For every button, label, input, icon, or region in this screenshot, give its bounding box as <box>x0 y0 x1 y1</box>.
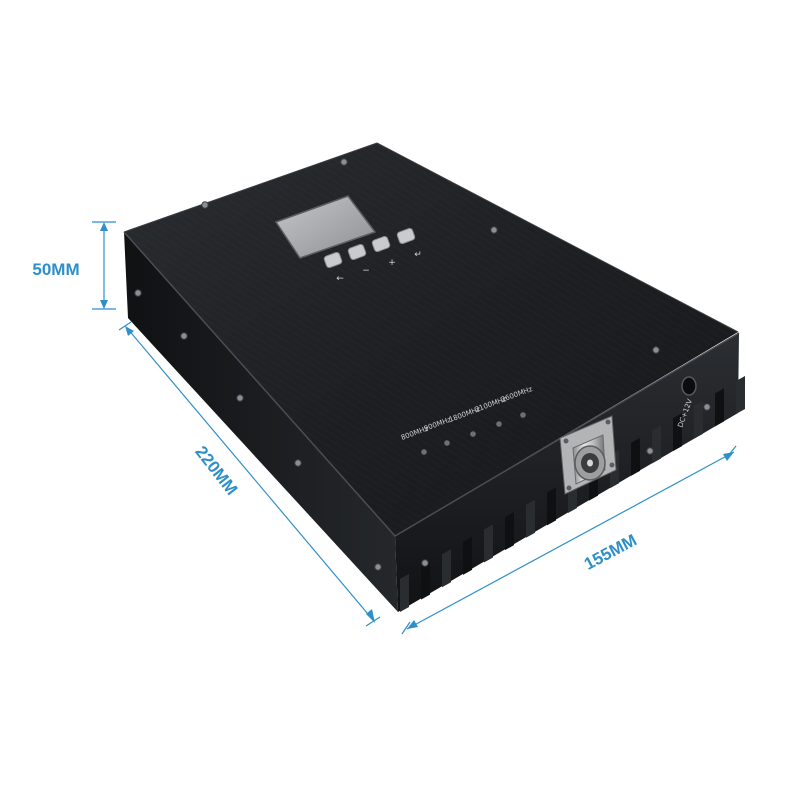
heat-sink-fins <box>400 376 745 612</box>
control-panel: ← − + ↵ <box>274 195 422 284</box>
heat-sink-fin <box>694 400 703 439</box>
n-type-connector <box>559 415 617 495</box>
width-dimension <box>401 445 737 635</box>
key-enter-button[interactable] <box>396 227 416 245</box>
key-plus-label: + <box>388 258 396 268</box>
heat-sink-fin <box>715 388 724 427</box>
heat-sink-fin <box>442 549 451 588</box>
screw <box>236 394 244 402</box>
heat-sink-fin <box>463 536 472 575</box>
screw <box>294 459 302 467</box>
keypad: ← − + ↵ <box>323 227 422 284</box>
heat-sink-fin <box>736 376 745 414</box>
heat-sink-fin <box>484 524 493 563</box>
band-led-1800 <box>470 431 476 437</box>
key-plus-button[interactable] <box>371 235 391 253</box>
heat-sink-fin <box>526 499 535 538</box>
band-led-900 <box>444 440 450 446</box>
screw <box>490 226 498 234</box>
band-led-2600 <box>520 412 526 418</box>
heat-sink-fin <box>400 574 409 612</box>
screw <box>374 563 382 571</box>
heat-sink-fin <box>673 413 682 452</box>
heat-sink-fin <box>547 487 556 526</box>
width-dimension-label: 155MM <box>581 530 640 573</box>
signal-booster-housing <box>123 142 740 612</box>
key-back-button[interactable] <box>323 251 343 269</box>
screw <box>646 447 654 455</box>
height-dimension <box>92 221 116 310</box>
key-minus-label: − <box>362 266 370 276</box>
length-dimension-label: 220MM <box>191 442 241 498</box>
band-led-2100 <box>496 421 502 427</box>
housing-screws <box>134 158 711 571</box>
heat-sink-fin <box>652 425 661 464</box>
screw <box>201 201 209 209</box>
heat-sink-fin <box>505 512 514 551</box>
screw <box>180 332 188 340</box>
key-back-label: ← <box>336 274 344 284</box>
key-enter-label: ↵ <box>414 250 422 260</box>
heat-sink-fin <box>631 437 640 476</box>
heat-sink-fin <box>421 561 430 600</box>
screw <box>703 403 711 411</box>
housing-left-side <box>124 232 398 612</box>
screw <box>340 158 348 166</box>
band-led-800 <box>421 449 427 455</box>
key-minus-button[interactable] <box>347 243 367 261</box>
height-dimension-label: 50MM <box>32 260 79 279</box>
screw <box>421 559 429 567</box>
length-dimension <box>118 321 381 627</box>
screw <box>134 289 142 297</box>
screw <box>652 346 660 354</box>
lcd-display <box>274 195 377 259</box>
